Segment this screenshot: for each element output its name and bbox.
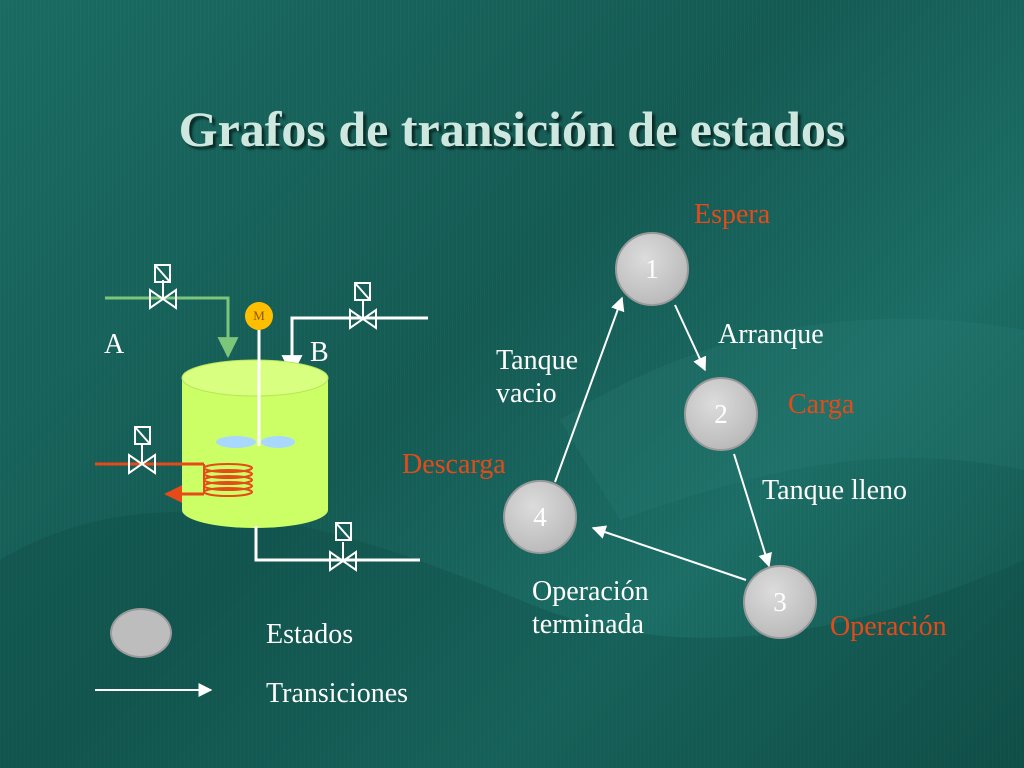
state-name-espera: Espera — [694, 199, 771, 230]
transition-label-operacion-terminada: Operación terminada — [532, 575, 649, 641]
legend-state-circle — [110, 608, 172, 658]
heating-coil — [95, 462, 253, 503]
inlet-b-label: B — [310, 337, 329, 368]
transition-label-tanque-lleno: Tanque lleno — [762, 475, 907, 506]
transition-arrow-2-3 — [733, 453, 772, 568]
valve-a-icon — [149, 264, 177, 310]
transition-label-line: vacio — [496, 378, 557, 410]
outlet-pipe — [254, 526, 420, 562]
state-name-operacion: Operación — [830, 611, 947, 642]
transition-label-line: Tanque — [496, 345, 579, 376]
transition-arrow-1-2 — [674, 304, 707, 372]
transition-label-line: Operación — [532, 576, 649, 607]
agitator — [216, 330, 295, 448]
legend-transitions-label: Transiciones — [266, 678, 409, 709]
valve-outlet-icon — [329, 522, 357, 572]
state-node-3: 3 — [743, 565, 817, 639]
state-name-descarga: Descarga — [402, 449, 506, 480]
transition-label-arranque: Arranque — [718, 319, 824, 350]
transition-label-line: terminada — [532, 609, 644, 641]
transition-arrow-4-1 — [554, 296, 625, 483]
transition-arrow-3-4 — [591, 525, 747, 581]
valve-b-icon — [349, 282, 377, 330]
legend-states-label: Estados — [266, 619, 354, 650]
page-title: Grafos de transición de estados — [178, 101, 846, 157]
motor-icon: M — [245, 302, 273, 330]
valve-heating-icon — [128, 426, 156, 475]
state-node-2: 2 — [684, 377, 758, 451]
state-node-4: 4 — [503, 480, 577, 554]
state-node-1: 1 — [615, 232, 689, 306]
state-name-carga: Carga — [788, 389, 855, 420]
tank — [181, 359, 329, 528]
inlet-pipe-b — [281, 316, 428, 377]
inlet-a-label: A — [104, 329, 125, 360]
transition-label-tanque-vacio: Tanque vacio — [496, 344, 578, 410]
inlet-pipe-a — [105, 296, 239, 359]
